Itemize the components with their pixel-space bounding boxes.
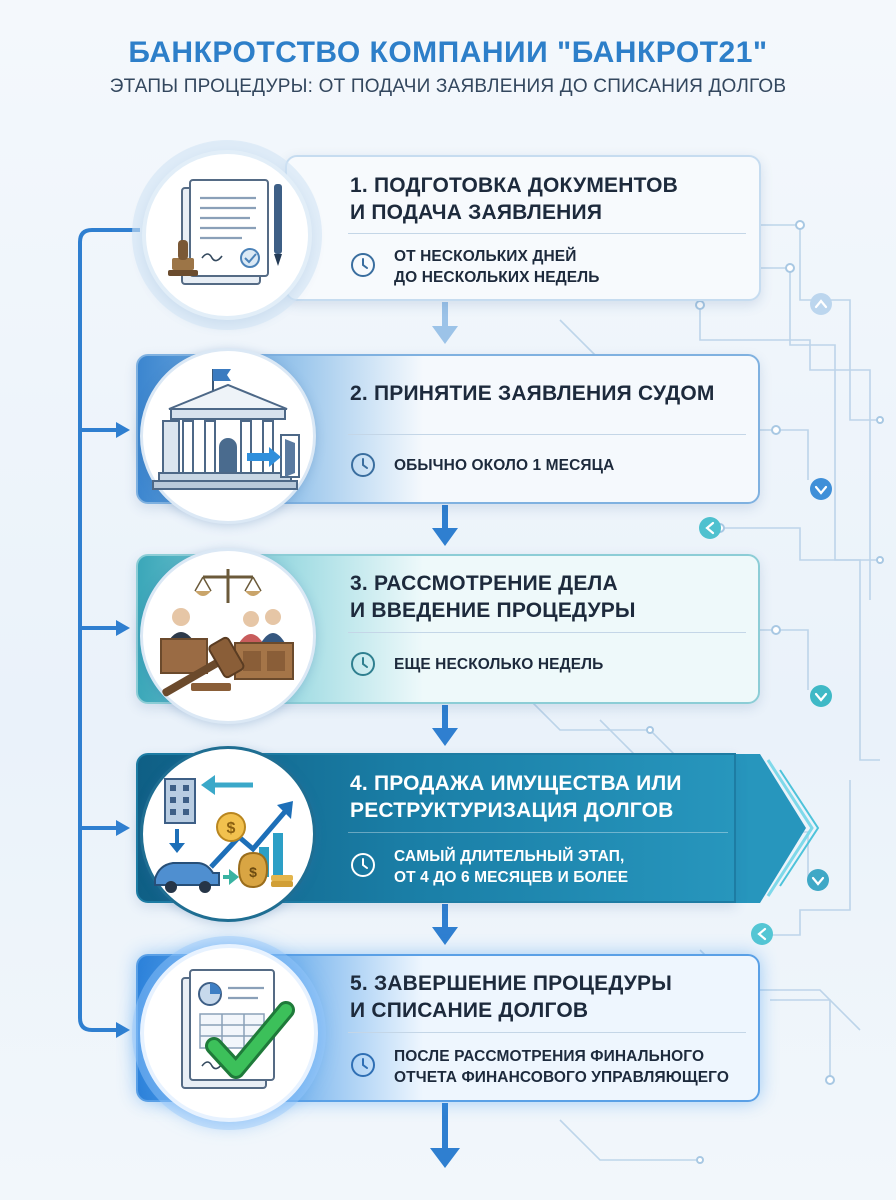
step-1-illustration: [142, 150, 312, 320]
step-3-divider: [348, 632, 746, 633]
down-arrow-2: [432, 505, 458, 546]
svg-text:$: $: [227, 820, 236, 837]
completed-report-icon: [181, 969, 295, 1089]
nav-bubble-up-icon: [810, 293, 832, 315]
page-title: БАНКРОТСТВО КОМПАНИИ "БАНКРОТ21": [128, 36, 768, 69]
nav-bubble-left-icon: [699, 517, 721, 539]
left-connector: [78, 228, 140, 1032]
nav-bubble-left-icon: [751, 923, 773, 945]
nav-bubble-down-icon: [810, 478, 832, 500]
step-2-duration: ОБЫЧНО ОКОЛО 1 МЕСЯЦА: [394, 457, 615, 474]
documents-icon: [168, 179, 282, 285]
step-3-duration: ЕЩЕ НЕСКОЛЬКО НЕДЕЛЬ: [394, 656, 604, 673]
nav-bubble-down-icon: [810, 685, 832, 707]
step-4-duration: САМЫЙ ДЛИТЕЛЬНЫЙ ЭТАП,ОТ 4 ДО 6 МЕСЯЦЕВ …: [394, 848, 629, 886]
step-1-divider: [348, 233, 746, 234]
step-5-illustration: [140, 944, 318, 1122]
clock-icon: [351, 453, 375, 477]
step4-chevron: [734, 754, 820, 903]
courtroom-gavel-icon: [160, 569, 294, 697]
courthouse-icon: [152, 369, 300, 490]
step-2-divider: [348, 434, 746, 435]
step-5-divider: [348, 1032, 746, 1033]
step-4-divider: [348, 832, 728, 833]
clock-icon: [351, 652, 375, 676]
step-3-illustration: [140, 548, 316, 724]
step-2-title: 2. ПРИНЯТИЕ ЗАЯВЛЕНИЯ СУДОМ: [350, 382, 715, 405]
down-arrow-1: [432, 302, 458, 344]
down-arrows: [430, 302, 460, 1168]
assets-sale-icon: $ $: [154, 775, 293, 893]
branch-arrowheads: [116, 422, 130, 1038]
svg-text:$: $: [249, 864, 257, 880]
clock-icon: [351, 1053, 375, 1077]
down-arrow-3: [432, 705, 458, 746]
clock-icon: [351, 853, 375, 877]
down-arrow-4: [432, 904, 458, 945]
step-4-illustration: $ $: [140, 746, 316, 922]
clock-icon: [351, 253, 375, 277]
page-subtitle: ЭТАПЫ ПРОЦЕДУРЫ: ОТ ПОДАЧИ ЗАЯВЛЕНИЯ ДО …: [109, 76, 787, 97]
down-arrow-5: [430, 1103, 460, 1168]
nav-bubble-down-icon: [807, 869, 829, 891]
step-2-illustration: [140, 348, 316, 524]
